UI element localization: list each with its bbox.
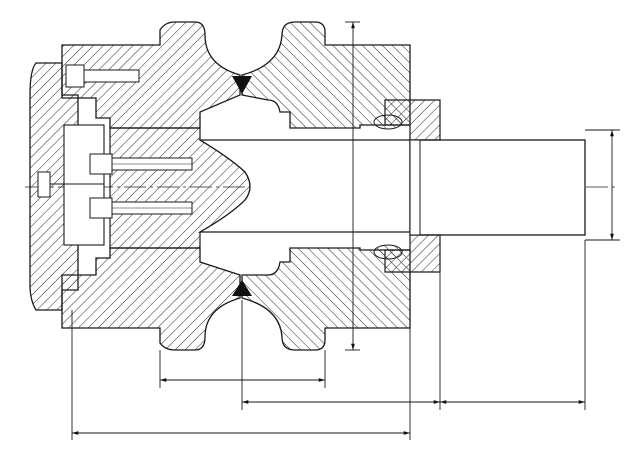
- dimension-lines: [71, 21, 620, 440]
- bolt-lower: [89, 197, 193, 219]
- end-cover: [29, 62, 105, 311]
- sprocket-lower-half: [61, 247, 411, 351]
- shaft: [109, 127, 586, 249]
- seal-housing: [373, 99, 441, 273]
- sprocket-upper-half: [61, 21, 411, 129]
- bolt-upper: [89, 153, 193, 175]
- bolt-top-cover: [65, 64, 140, 88]
